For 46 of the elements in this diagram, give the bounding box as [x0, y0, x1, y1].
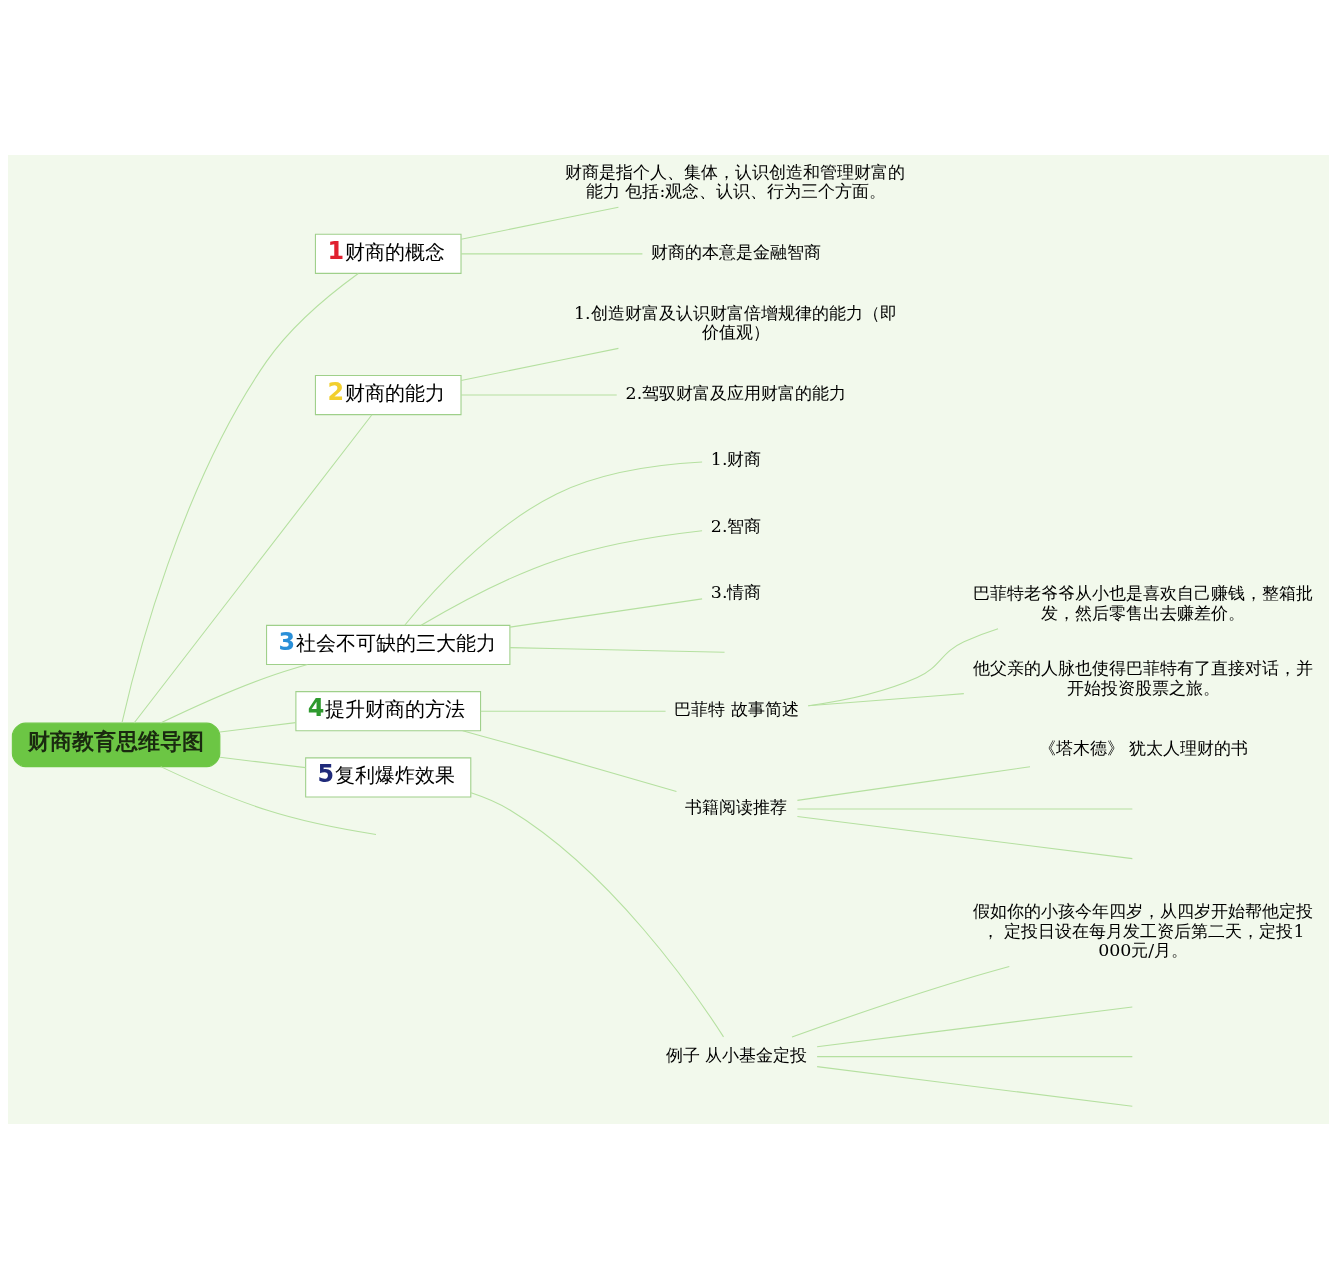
connector [796, 808, 1133, 810]
connector [160, 766, 377, 835]
node-text: 财商的本意是金融智商 [651, 241, 822, 262]
node-box: 2 财商的能力 [314, 374, 462, 416]
connector [796, 766, 1031, 801]
node-text: 书籍阅读推荐 [685, 797, 788, 818]
connector [404, 461, 703, 626]
connector [420, 530, 703, 626]
node-text: 假如你的小孩今年四岁，从四岁开始帮他定投， 定投日设在每月发工资后第二天，定投1000元/月。 [972, 901, 1313, 961]
connector [816, 1056, 1133, 1058]
connector [133, 414, 373, 724]
connector [460, 394, 618, 396]
connector [462, 730, 677, 793]
node-box: 1财商的概念 [314, 233, 462, 274]
node-text: 财商是指个人、集体，认识创造和管理财富的能力 包括:观念、认识、行为三个方面。 [565, 161, 906, 202]
node-text: 1.财商 [710, 449, 762, 470]
connector [219, 756, 307, 769]
node-text: 2.智商 [710, 515, 762, 536]
node-box: 5复利爆炸效果 [305, 757, 472, 798]
node-text: 巴菲特 故事简述 [674, 699, 800, 720]
connector [460, 206, 619, 240]
connector [796, 815, 1133, 860]
connector [219, 722, 297, 733]
node-box: 3社会不可缺的三大能力 [266, 624, 511, 666]
connector [460, 347, 619, 381]
connector [816, 1066, 1133, 1107]
connector [460, 253, 643, 255]
connector [509, 598, 703, 628]
connector [791, 966, 1010, 1038]
connector [509, 647, 726, 653]
node-text: 他父亲的人脉也使得巴菲特有了直接对话，并开始投资股票之旅。 [972, 658, 1313, 698]
connector [807, 628, 999, 707]
node-text: 2.驾驭财富及应用财富的能力 [625, 383, 847, 404]
connector [470, 792, 725, 1038]
connector [480, 710, 667, 712]
node-text: 1.创造财富及认识财富倍增规律的能力（即价值观） [573, 302, 897, 343]
connector [816, 1006, 1133, 1048]
node-text: 《塔木德》 犹太人理财的书 [1038, 738, 1249, 759]
node-box: 4提升财商的方法 [295, 691, 482, 732]
node-text: 3.情商 [710, 582, 762, 602]
connector [121, 272, 359, 724]
node-text: 巴菲特老爷爷从小也是喜欢自己赚钱，整箱批发，然后零售出去赚差价。 [972, 583, 1313, 623]
connector [160, 664, 308, 724]
connector [807, 693, 965, 707]
node-box: 财商教育思维导图 [11, 722, 221, 768]
node-text: 例子 从小基金定投 [665, 1044, 808, 1065]
